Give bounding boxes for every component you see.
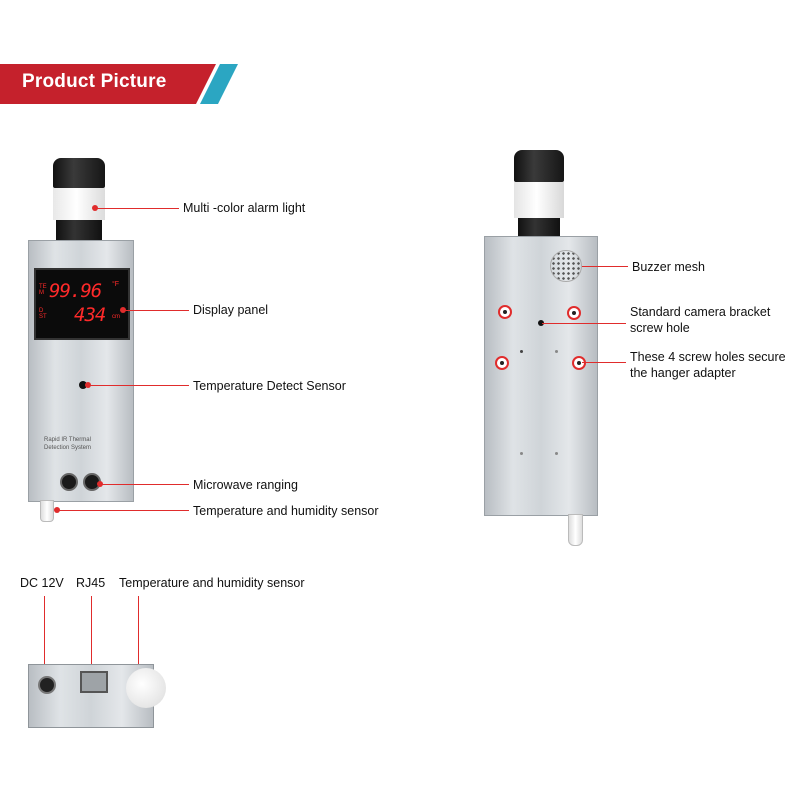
label-buzzer-mesh: Buzzer mesh — [632, 260, 705, 274]
back-alarm-diffuser — [514, 182, 564, 218]
temperature-detect-sensor — [79, 381, 87, 389]
display-row1-label: TEM — [39, 284, 47, 296]
buzzer-mesh — [550, 250, 582, 282]
callout-line-buzzer — [582, 266, 628, 267]
label-microwave-ranging: Microwave ranging — [193, 478, 298, 492]
front-label-line2: Detection System — [44, 445, 92, 451]
label-screw-holes-1: These 4 screw holes secure — [630, 350, 786, 364]
front-device: TEM 99.96 °F DST 434 cm Rapid IR Thermal… — [20, 150, 145, 530]
callout-line-temp-sensor — [88, 385, 189, 386]
callout-line-camera-bracket — [542, 323, 626, 324]
microwave-sensor-left — [60, 473, 78, 491]
display-row1-value: 99.96 — [49, 280, 102, 302]
callout-line-alarm — [95, 208, 179, 209]
callout-line-display — [123, 310, 189, 311]
display-row2-unit: cm — [112, 314, 120, 320]
bottom-temp-humidity-sensor — [126, 668, 166, 708]
camera-bracket-hole — [538, 320, 544, 326]
label-temp-humidity-front: Temperature and humidity sensor — [193, 504, 379, 518]
back-alarm-base — [518, 218, 560, 236]
banner-red-block — [0, 64, 216, 104]
label-temp-humidity-bottom: Temperature and humidity sensor — [119, 576, 305, 590]
callout-line-temp-humidity — [57, 510, 189, 511]
label-camera-bracket-2: screw hole — [630, 321, 690, 335]
back-device — [478, 150, 603, 550]
small-hole — [555, 350, 558, 353]
screw-hole-bottom-left — [495, 356, 509, 370]
callout-line-microwave — [100, 484, 189, 485]
alarm-light-diffuser — [53, 188, 105, 220]
alarm-light-base — [56, 220, 102, 240]
dc-power-jack — [38, 676, 56, 694]
label-rj45: RJ45 — [76, 576, 106, 590]
display-panel: TEM 99.96 °F DST 434 cm — [34, 268, 130, 340]
display-row2-value: 434 — [74, 304, 106, 326]
rj45-port — [80, 671, 108, 693]
section-title: Product Picture — [22, 71, 167, 92]
callout-vline-dc — [44, 596, 45, 678]
label-temp-detect-sensor: Temperature Detect Sensor — [193, 379, 346, 393]
section-header-banner: Product Picture — [0, 64, 240, 104]
screw-hole-top-left — [498, 305, 512, 319]
small-hole — [520, 350, 523, 353]
label-display-panel: Display panel — [193, 303, 269, 317]
label-alarm-light: Multi -color alarm light — [183, 201, 306, 215]
alarm-light-top-cap — [53, 158, 105, 188]
temp-humidity-sensor-nub — [40, 500, 54, 522]
small-hole — [520, 452, 523, 455]
label-camera-bracket-1: Standard camera bracket — [630, 305, 771, 319]
screw-hole-top-right — [567, 306, 581, 320]
screw-hole-bottom-right — [572, 356, 586, 370]
label-dc-12v: DC 12V — [20, 576, 64, 590]
display-row2-label: DST — [39, 308, 47, 320]
display-row1-unit: °F — [112, 281, 120, 288]
back-alarm-cap — [514, 150, 564, 182]
back-temp-humidity-nub — [568, 514, 583, 546]
small-hole — [555, 452, 558, 455]
front-label-line1: Rapid IR Thermal — [44, 437, 91, 443]
callout-vline-temp-humidity — [138, 596, 139, 672]
back-housing — [484, 236, 598, 516]
callout-line-screw-holes — [582, 362, 626, 363]
callout-vline-rj45 — [91, 596, 92, 666]
label-screw-holes-2: the hanger adapter — [630, 366, 736, 380]
